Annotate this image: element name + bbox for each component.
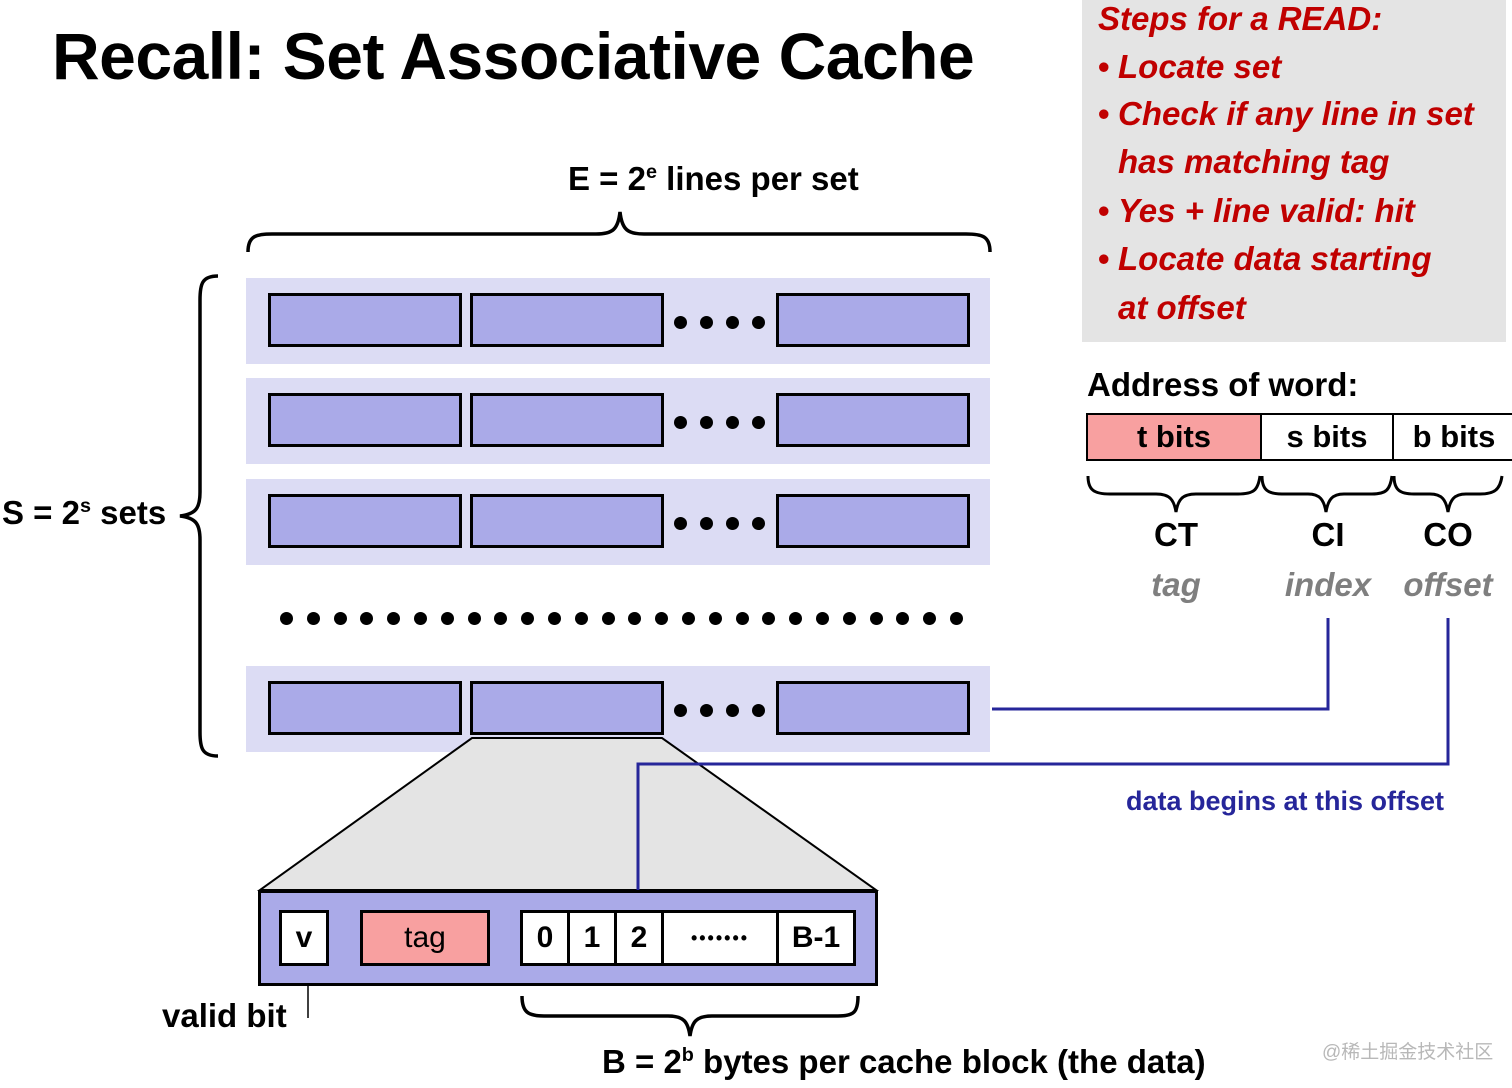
offset-connector [636, 618, 1450, 912]
dot [601, 612, 615, 625]
cache-line [776, 293, 970, 347]
lines-per-set-label: E = 2e lines per set [568, 160, 859, 197]
step-item: •Locate set [1098, 48, 1281, 86]
ellipsis-icon [674, 316, 774, 330]
data-begins-label: data begins at this offset [1126, 786, 1445, 816]
byte-cell: 0 [520, 910, 570, 966]
byte-cell: 1 [567, 910, 617, 966]
cache-line-selected [470, 681, 664, 735]
dot [869, 612, 883, 625]
index-connector [992, 618, 1330, 711]
index-desc: index [1284, 566, 1372, 603]
step-item: •Check if any line in set [1098, 95, 1474, 133]
step-item: •Yes + line valid: hit [1098, 192, 1415, 230]
more-sets-ellipsis-icon [280, 612, 970, 626]
cache-line [268, 681, 462, 735]
brace-icon [179, 274, 219, 758]
bullet-icon: • [1098, 95, 1110, 132]
dot [950, 612, 963, 625]
dot [387, 612, 401, 625]
bytes-per-block-label: B = 2b bytes per cache block (the data) [602, 1043, 1206, 1080]
ellipsis-icon [674, 416, 774, 430]
bullet-icon: • [1098, 192, 1110, 229]
step-text: Locate data starting [1118, 240, 1432, 277]
byte-ellipsis: ••••••• [661, 910, 779, 966]
dot [548, 612, 561, 625]
dot [682, 612, 695, 625]
byte-cell: 2 [614, 910, 664, 966]
watermark: @稀土掘金技术社区 [1322, 1042, 1494, 1063]
brace-icon [520, 995, 860, 1037]
step-text: Check if any line in set [1118, 95, 1474, 132]
dot [655, 612, 669, 625]
brace-icon [246, 211, 992, 253]
step-text: at offset [1118, 289, 1246, 326]
dot [360, 612, 374, 625]
dot [923, 612, 937, 625]
cache-line [268, 293, 462, 347]
offset-desc: offset [1403, 566, 1493, 603]
cache-line [776, 681, 970, 735]
bullet-icon: • [1098, 240, 1110, 277]
dot [762, 612, 776, 625]
cache-line [268, 393, 462, 447]
dot [896, 612, 910, 625]
ellipsis-icon [674, 517, 774, 531]
set-bits-field: s bits [1260, 413, 1394, 461]
dot [628, 612, 642, 625]
dot [521, 612, 535, 625]
dot [306, 612, 320, 625]
dot [816, 612, 829, 625]
last-byte-cell: B-1 [776, 910, 856, 966]
cache-line [776, 494, 970, 548]
step-text: Yes + line valid: hit [1118, 192, 1415, 229]
cache-line [470, 293, 664, 347]
dot [574, 612, 588, 625]
step-text: has matching tag [1118, 143, 1390, 180]
dot [333, 612, 347, 625]
dot [280, 612, 293, 625]
cache-line [776, 393, 970, 447]
cache-line [268, 494, 462, 548]
ci-label: CI [1311, 516, 1345, 553]
zoom-region [256, 737, 880, 891]
cache-line [470, 494, 664, 548]
tag-cell: tag [360, 910, 490, 966]
dot [414, 612, 427, 625]
dot [494, 612, 508, 625]
block-bits-field: b bits [1392, 413, 1512, 461]
ct-label: CT [1154, 516, 1198, 553]
cache-line [470, 393, 664, 447]
dot [789, 612, 803, 625]
brace-icon [1392, 475, 1504, 513]
valid-bit-cell: v [279, 910, 329, 966]
step-item: •Locate data starting [1098, 240, 1432, 278]
tag-desc: tag [1151, 566, 1201, 603]
address-title: Address of word: [1087, 366, 1359, 403]
step-text: Locate set [1118, 48, 1282, 85]
brace-icon [1260, 475, 1394, 513]
tag-bits-field: t bits [1086, 413, 1262, 461]
co-label: CO [1423, 516, 1473, 553]
sets-label: S = 2s sets [2, 494, 167, 531]
valid-bit-label: valid bit [162, 997, 287, 1034]
brace-icon [1086, 475, 1262, 513]
steps-heading: Steps for a READ: [1098, 0, 1383, 37]
page-title: Recall: Set Associative Cache [52, 19, 975, 93]
dot [735, 612, 749, 625]
dot [708, 612, 722, 625]
dot [440, 612, 454, 625]
steps-panel [1082, 0, 1506, 342]
dot [842, 612, 856, 625]
bullet-icon: • [1098, 48, 1110, 85]
ellipsis-icon [674, 704, 774, 718]
dot [467, 612, 481, 625]
